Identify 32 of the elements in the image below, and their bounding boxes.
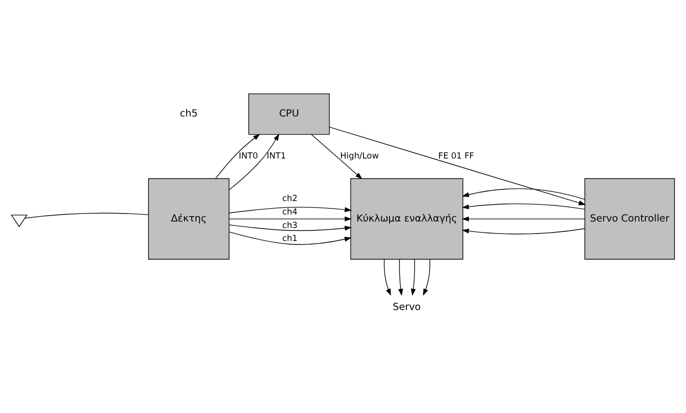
edge-label: ch3: [282, 219, 298, 230]
edge-label: FE 01 FF: [438, 150, 474, 160]
edge-label: INT0: [238, 150, 258, 160]
node-box: Κύκλωμα εναλλαγής: [350, 178, 464, 260]
edge-label: ch2: [282, 192, 298, 203]
edge-label: INT1: [266, 150, 286, 160]
arrow: [228, 231, 352, 244]
label: ch5: [180, 108, 198, 120]
arrow: [215, 133, 260, 178]
node-box: Δέκτης: [148, 178, 230, 260]
edge-label: ch1: [282, 232, 298, 243]
arrow: [462, 228, 586, 234]
arrow: [228, 216, 352, 221]
node-text: Servo: [392, 302, 421, 313]
arrow: [398, 258, 404, 296]
node-box: CPU: [248, 92, 330, 134]
node-picture: [10, 214, 28, 227]
arrow: [384, 258, 391, 296]
arrow: [410, 258, 416, 296]
arrow: [462, 202, 586, 210]
arrow: [422, 258, 430, 296]
arrow: [228, 133, 280, 190]
arrow: [311, 134, 362, 179]
edge-label: ch4: [282, 206, 298, 216]
arrow: [462, 216, 586, 221]
arrow: [228, 224, 352, 230]
connector: [24, 212, 149, 218]
edge-label: High/Low: [340, 150, 379, 160]
arrow: [462, 188, 586, 200]
arrow: [329, 126, 586, 205]
arrow: [228, 206, 352, 213]
node-box: Servo Controller: [584, 178, 675, 260]
